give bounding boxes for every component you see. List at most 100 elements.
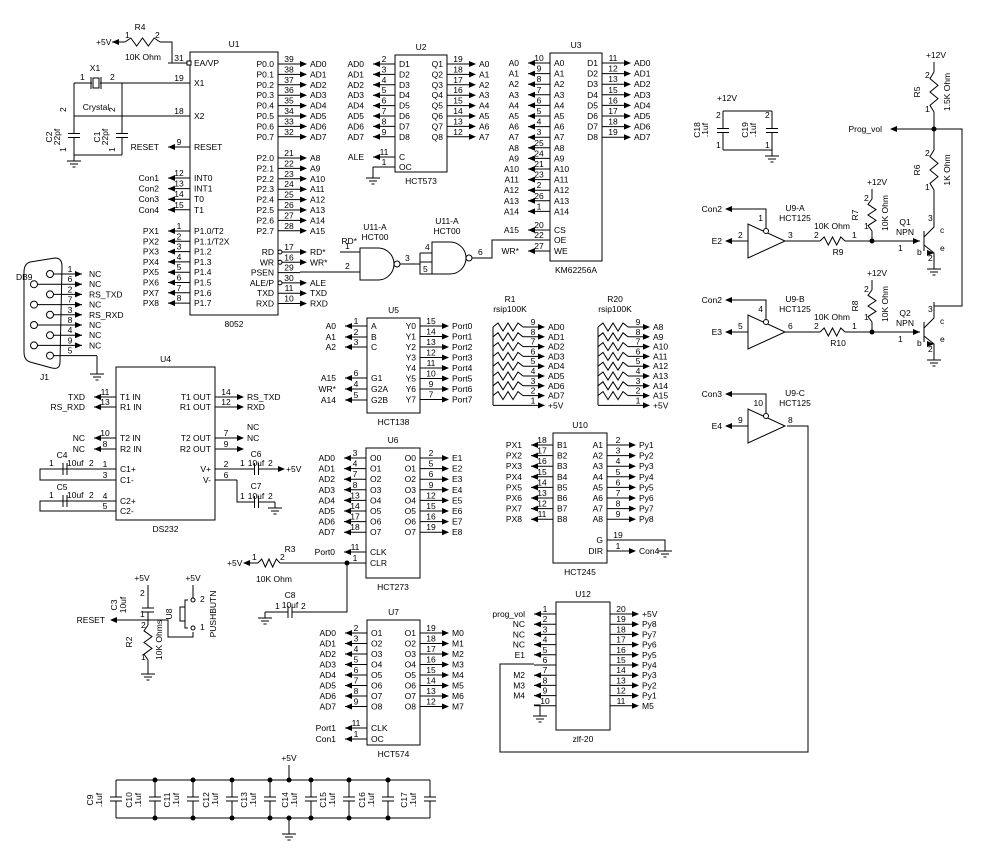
wire bbox=[923, 211, 935, 238]
pin-name: C2+ bbox=[120, 496, 136, 506]
label: 1 bbox=[898, 334, 903, 344]
label: RD* bbox=[341, 236, 357, 246]
pin-number: 1 bbox=[616, 541, 621, 551]
net-label: AD2 bbox=[310, 80, 327, 90]
pin-name: Q4 bbox=[432, 90, 444, 100]
wire bbox=[236, 480, 245, 503]
label: 2 bbox=[268, 458, 273, 468]
pin-name: EA/VP bbox=[194, 58, 219, 68]
arrow-icon bbox=[75, 332, 82, 339]
pin-number: 11 bbox=[101, 387, 110, 397]
pin-number: 19 bbox=[613, 530, 623, 540]
pin-number: 3 bbox=[177, 242, 182, 252]
arrow-icon bbox=[168, 196, 175, 203]
arrow-icon bbox=[528, 176, 535, 183]
arrow-icon bbox=[643, 402, 650, 409]
net-label: WR* bbox=[319, 384, 337, 394]
net-label: AD0 bbox=[634, 58, 651, 68]
label: C17 bbox=[399, 792, 409, 808]
pin-name: R1 IN bbox=[120, 402, 142, 412]
chip-part: zlf-20 bbox=[573, 734, 594, 744]
pin-number: 13 bbox=[350, 490, 360, 500]
label: 6 bbox=[531, 346, 536, 356]
net-label: M5 bbox=[642, 701, 654, 711]
net-label: +5V bbox=[653, 400, 669, 410]
net-label: RXD bbox=[310, 299, 328, 309]
pin-number: 8 bbox=[353, 480, 358, 490]
arrow-icon bbox=[534, 641, 541, 648]
pin-name: X2 bbox=[194, 111, 205, 121]
pin-name: A7 bbox=[554, 132, 565, 142]
pin-number: 17 bbox=[453, 75, 463, 85]
arrow-icon bbox=[168, 228, 175, 234]
net-label: A13 bbox=[310, 205, 325, 215]
arrow-icon bbox=[373, 81, 380, 88]
net-label: RS_TXD bbox=[89, 289, 123, 299]
pin-number: 6 bbox=[429, 469, 434, 479]
pin-name: D5 bbox=[587, 100, 598, 110]
net-label: AD0 bbox=[347, 59, 364, 69]
net-label: A2 bbox=[326, 342, 337, 352]
label: 1 bbox=[80, 72, 85, 82]
arrow-icon bbox=[442, 529, 449, 536]
pin-number: 27 bbox=[534, 241, 544, 251]
arrow-icon bbox=[528, 81, 535, 88]
net-label: AD7 bbox=[634, 132, 651, 142]
pin-number: 7 bbox=[224, 428, 229, 438]
arrow-icon bbox=[94, 404, 101, 410]
wire bbox=[732, 393, 767, 413]
label: 10uf bbox=[248, 491, 265, 501]
arrow-icon bbox=[632, 662, 639, 668]
arrow-icon bbox=[243, 560, 250, 566]
label: U8 bbox=[164, 608, 174, 619]
pin-number: 1 bbox=[543, 604, 548, 614]
label: 5 bbox=[636, 356, 641, 366]
pin-name: CLK bbox=[370, 547, 387, 557]
label: U9-C bbox=[785, 388, 805, 398]
junction-dot bbox=[190, 777, 196, 783]
pin-name: D6 bbox=[399, 111, 410, 121]
arrow-icon bbox=[913, 238, 920, 244]
pin-number: 14 bbox=[453, 106, 463, 116]
label: 2 bbox=[531, 386, 536, 396]
arrow-icon bbox=[528, 70, 535, 77]
pin-name: B4 bbox=[557, 472, 568, 482]
arrow-icon bbox=[300, 92, 307, 99]
label: 1 bbox=[58, 147, 68, 152]
pin-number: 11 bbox=[427, 358, 436, 368]
label: C5 bbox=[57, 482, 68, 492]
net-label: WR* bbox=[310, 257, 328, 267]
label: 6 bbox=[636, 346, 641, 356]
pin-name: P1.6 bbox=[194, 288, 212, 298]
pin-number: 2 bbox=[354, 623, 359, 633]
arrow-icon bbox=[528, 91, 535, 98]
pin-number: 15 bbox=[453, 96, 463, 106]
net-label: +5V bbox=[548, 400, 564, 410]
resistor-icon bbox=[492, 380, 524, 391]
pin-number: 1 bbox=[177, 221, 182, 231]
arrow-icon bbox=[624, 81, 631, 88]
pin-number: 2 bbox=[382, 54, 387, 64]
arrow-icon bbox=[534, 672, 541, 679]
net-label: A10 bbox=[504, 164, 519, 174]
pin-name: P2.4 bbox=[257, 195, 275, 205]
net-label: AD1 bbox=[634, 69, 651, 79]
label: b bbox=[917, 338, 922, 348]
label: .1uf bbox=[210, 792, 220, 807]
arrow-icon bbox=[531, 484, 538, 491]
label: 2 bbox=[268, 491, 273, 501]
net-label: RS_TXD bbox=[247, 392, 281, 402]
arrow-icon bbox=[442, 365, 449, 371]
pin-number: 7 bbox=[177, 283, 182, 293]
pin-name: A3 bbox=[593, 461, 604, 471]
arrow-icon bbox=[890, 126, 897, 132]
pin-name: V+ bbox=[200, 464, 211, 474]
power-label: +5V bbox=[96, 37, 112, 47]
pin-number: 12 bbox=[608, 64, 618, 74]
net-label: PX5 bbox=[143, 267, 159, 277]
pin-number: 3 bbox=[616, 446, 621, 456]
label: 1 bbox=[141, 652, 146, 662]
resistor-icon bbox=[492, 371, 524, 381]
pin-name: WR bbox=[260, 257, 274, 267]
resistor-icon bbox=[597, 331, 629, 342]
